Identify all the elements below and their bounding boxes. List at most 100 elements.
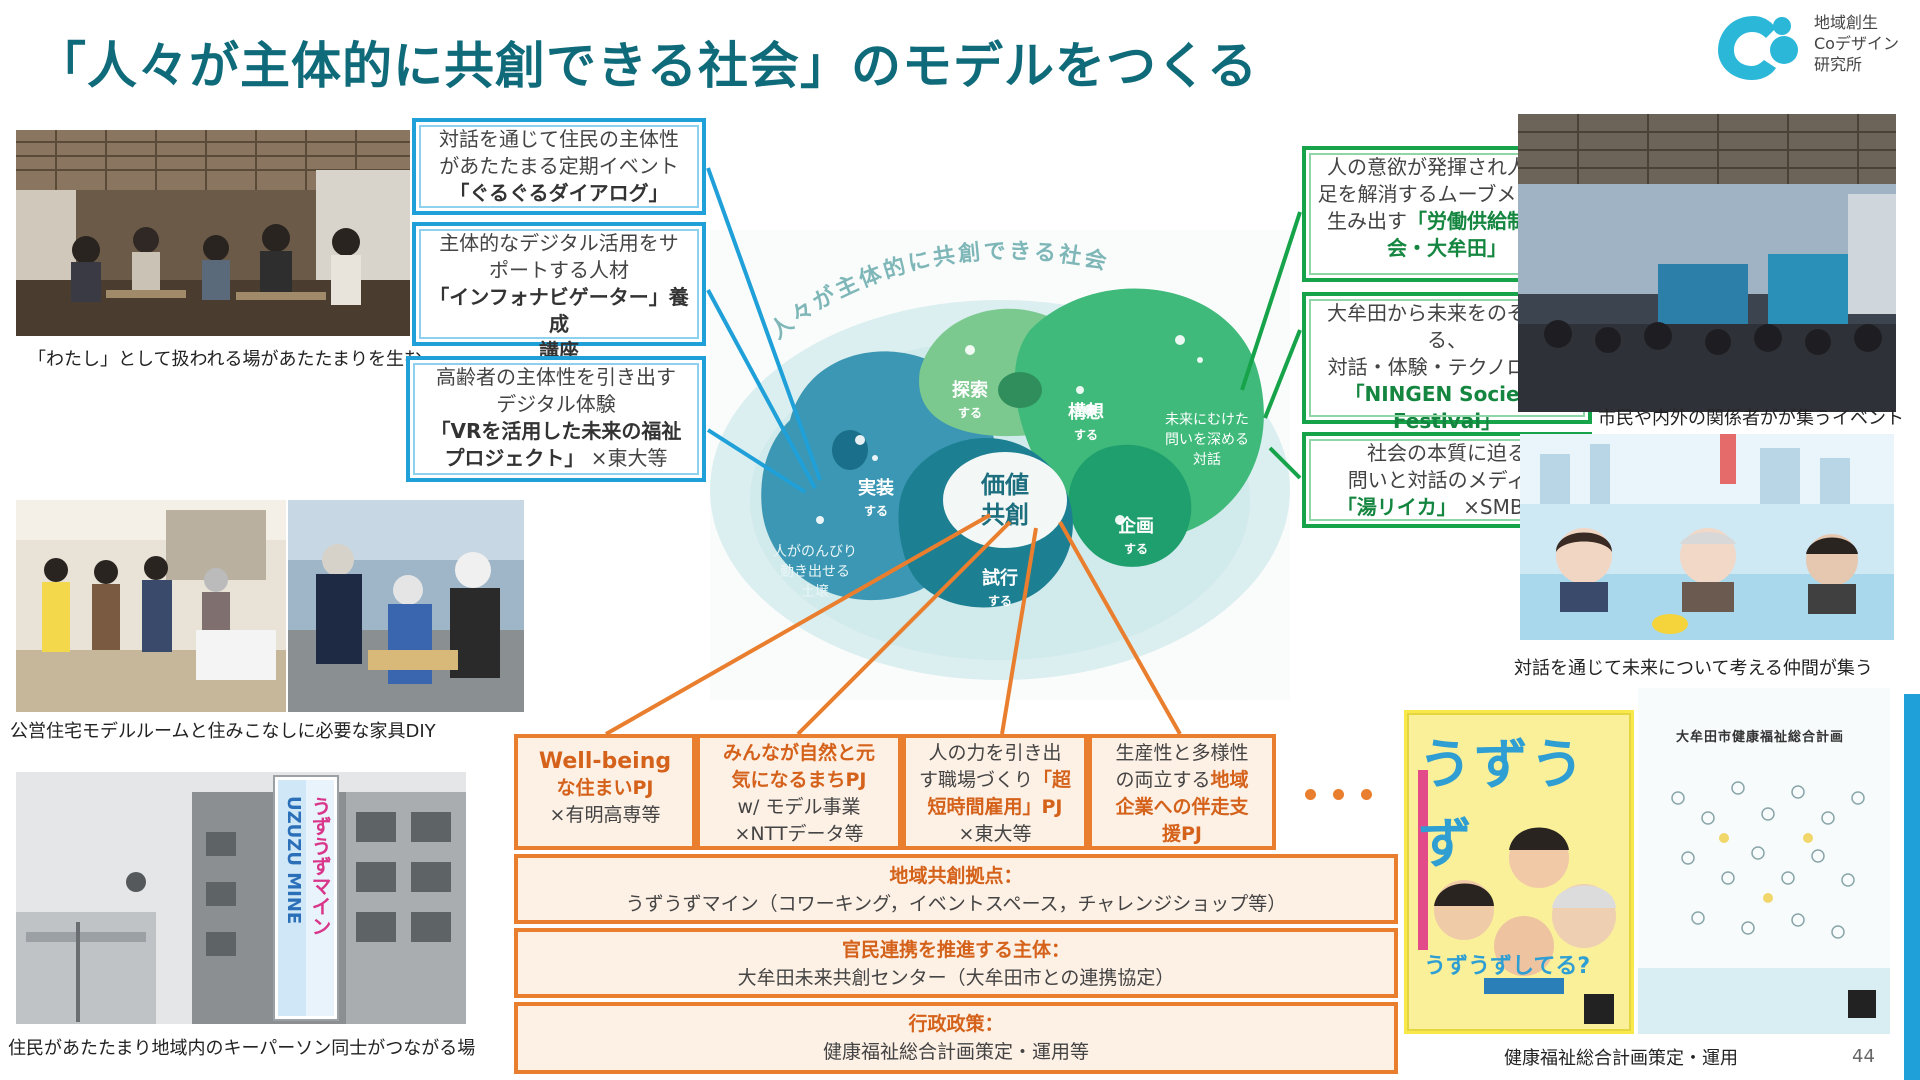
diagram-left-text-2: 動き出せる: [780, 564, 850, 580]
ellipsis-dot-2: [1333, 789, 1344, 800]
caption-photo-4: 市民や内外の関係者がが集うイベント: [1598, 408, 1904, 429]
info-box-1-bold: 「ぐるぐるダイアログ」: [449, 181, 669, 205]
info-box-3-bold: 「VRを活用した未来の福祉: [430, 419, 682, 443]
info-box-vr-welfare: 高齢者の主体性を引き出す デジタル体験 「VRを活用した未来の福祉 プロジェクト…: [406, 356, 706, 482]
project-1-normal: ×有明高専等: [549, 804, 661, 826]
diagram-left-text-1: 人がのんびり: [773, 544, 857, 560]
caption-photo-2: 公営住宅モデルルームと住みこなしに必要な家具DIY: [10, 721, 436, 742]
caption-photo-3: 住民があたたまり地域内のキーパーソン同士がつながる場: [8, 1038, 476, 1059]
diagram-tansaku: 探索: [952, 380, 988, 401]
project-2-normal-2: ×NTTデータ等: [734, 823, 864, 845]
info-box-3-extra: プロジェクト」: [444, 446, 585, 470]
project-3-normal-2: ×東大等: [958, 823, 1032, 845]
diagram-kousou: 構想: [1068, 402, 1104, 423]
logo-line-1: 地域創生: [1814, 13, 1879, 32]
diagram-right-text-2: 問いを深める: [1165, 432, 1249, 448]
project-3-mixed-a: す職場づくり: [918, 769, 1033, 791]
project-local-business-support: 生産性と多様性 の両立する地域 企業への伴走支 援PJ: [1088, 734, 1276, 850]
photo-furniture-diy: [288, 500, 524, 712]
logo-line-2: Coデザイン: [1814, 34, 1899, 53]
info-box-3-suffix: ×東大等: [590, 446, 668, 470]
green-box-3-line-2: 問いと対話のメディア: [1347, 468, 1547, 492]
info-box-3-line-2: デジタル体験: [496, 392, 616, 416]
ellipsis-dot-3: [1361, 789, 1372, 800]
project-3-normal-1: 人の力を引き出: [928, 742, 1062, 764]
photo-online-dialogue: [1520, 434, 1894, 640]
banner-sign-en: UZUZU MINE: [283, 796, 304, 925]
booklet-welfare-plan-cover: 大牟田市健康福祉総合計画: [1638, 688, 1890, 1034]
green-box-2-bold-2: Festival」: [1392, 409, 1502, 433]
caption-photo-1: 「わたし」として扱われる場があたたまりを生む: [28, 349, 423, 370]
project-ultra-short-employment: 人の力を引き出 す職場づくり「超 短時間雇用」PJ ×東大等: [902, 734, 1088, 850]
info-box-1-line-1: 対話を通じて住民の主体性: [439, 127, 679, 151]
page-title: 「人々が主体的に共創できる社会」のモデルをつくる: [36, 37, 1258, 95]
diagram-kikaku-suru: する: [1123, 542, 1148, 556]
booklet-2-title: 大牟田市健康福祉総合計画: [1676, 730, 1845, 745]
booklet-1-title: うずうず: [1418, 733, 1586, 875]
project-2-bold-1: みんなが自然と元: [722, 742, 875, 764]
project-3-bold-1: 「超: [1033, 769, 1072, 791]
green-box-3-line-1: 社会の本質に迫る: [1367, 441, 1527, 465]
project-4-bold-3: 援PJ: [1162, 823, 1202, 845]
logo-line-3: 研究所: [1814, 55, 1863, 74]
project-1-bold-2: な住まいPJ: [556, 777, 654, 799]
project-2-bold-2: 気になるまちPJ: [731, 769, 867, 791]
green-box-2-bold: 「NINGEN Societal: [1344, 382, 1550, 406]
project-4-bold-1: 地域: [1210, 769, 1249, 791]
diagram-jissou: 実装: [858, 478, 894, 499]
row-3-title: 行政政策：: [908, 1013, 1004, 1035]
diagram-left-text-3: 土壌: [801, 584, 829, 600]
co-creation-diagram: 人々が主体的に共創できる社会 価値 共創 探索 する 構想 する 実装 する 企…: [700, 220, 1300, 710]
diagram-right-text-3: 対話: [1193, 452, 1221, 468]
diagram-tansaku-suru: する: [957, 406, 982, 420]
logo-mark-icon: [1718, 16, 1798, 80]
row-public-private-partnership: 官民連携を推進する主体： 大牟田未来共創センター（大牟田市との連携協定）: [514, 928, 1398, 998]
diagram-shikou: 試行: [982, 568, 1018, 589]
ellipsis-dot-1: [1305, 789, 1316, 800]
row-regional-hub: 地域共創拠点： うずうずマイン（コワーキング，イベントスペース，チャレンジショッ…: [514, 854, 1398, 924]
project-4-normal-1: 生産性と多様性: [1115, 742, 1249, 764]
diagram-kikaku: 企画: [1118, 516, 1154, 537]
photo-uzuzu-mine-building: うずうずマイン UZUZU MINE: [16, 772, 466, 1024]
info-box-3-line-1: 高齢者の主体性を引き出す: [436, 365, 676, 389]
green-box-1-bold-2: 会・大牟田」: [1387, 236, 1507, 260]
project-4-bold-2: 企業への伴走支: [1115, 796, 1249, 818]
diagram-center-line-2: 共創: [981, 501, 1029, 529]
booklet-uzuzu-cover: うずうず うずうずしてる?: [1404, 710, 1634, 1034]
green-box-1-line-3a: 生み出す: [1327, 209, 1407, 233]
diagram-right-text-1: 未来にむけた: [1165, 412, 1249, 428]
project-2-normal-1: w/ モデル事業: [737, 796, 861, 818]
project-4-mixed-a: の両立する: [1115, 769, 1211, 791]
row-1-text: うずうずマイン（コワーキング，イベントスペース，チャレンジショップ等）: [625, 893, 1287, 915]
banner-sign-jp: うずうずマイン: [308, 796, 332, 936]
caption-photo-5: 対話を通じて未来について考える仲間が集う: [1514, 658, 1873, 679]
caption-photo-6: 健康福祉総合計画策定・運用: [1504, 1048, 1738, 1069]
diagram-jissou-suru: する: [863, 504, 888, 518]
row-2-text: 大牟田未来共創センター（大牟田市との連携協定）: [737, 967, 1175, 989]
info-box-1-line-2: があたたまる定期イベント: [439, 154, 679, 178]
logo: 地域創生 Coデザイン 研究所: [1712, 8, 1912, 84]
photo-model-room: [16, 500, 286, 712]
booklet-1-bottom: うずうずしてる?: [1424, 954, 1591, 979]
page-number: 44: [1852, 1046, 1875, 1067]
diagram-kousou-suru: する: [1073, 428, 1098, 442]
green-box-3-bold: 「湯リイカ」: [1336, 495, 1457, 519]
project-1-bold-1: Well-being: [538, 749, 672, 774]
info-box-2-line-2: ポートする人材: [489, 258, 629, 282]
row-administrative-policy: 行政政策： 健康福祉総合計画策定・運用等: [514, 1002, 1398, 1074]
info-box-2-bold: 「インフォナビゲーター」養成: [429, 285, 689, 336]
photo-event-hall: [1518, 114, 1896, 412]
row-2-title: 官民連携を推進する主体：: [841, 939, 1070, 961]
row-1-title: 地域共創拠点：: [889, 865, 1023, 887]
photo-cafe-dialogue: [16, 130, 410, 336]
diagram-center-line-1: 価値: [981, 471, 1029, 499]
project-3-bold-2: 短時間雇用」PJ: [927, 796, 1063, 818]
edge-accent-bar: [1904, 694, 1920, 1080]
row-3-text: 健康福祉総合計画策定・運用等: [822, 1041, 1089, 1063]
project-healthy-town: みんなが自然と元 気になるまちPJ w/ モデル事業 ×NTTデータ等: [696, 734, 902, 850]
project-wellbeing-housing: Well-being な住まいPJ ×有明高専等: [514, 734, 696, 850]
info-box-info-navigator: 主体的なデジタル活用をサ ポートする人材 「インフォナビゲーター」養成 講座: [412, 222, 706, 363]
info-box-2-line-1: 主体的なデジタル活用をサ: [439, 231, 679, 255]
info-box-guruguru-dialog: 対話を通じて住民の主体性 があたたまる定期イベント 「ぐるぐるダイアログ」: [412, 118, 706, 215]
diagram-shikou-suru: する: [987, 594, 1012, 608]
